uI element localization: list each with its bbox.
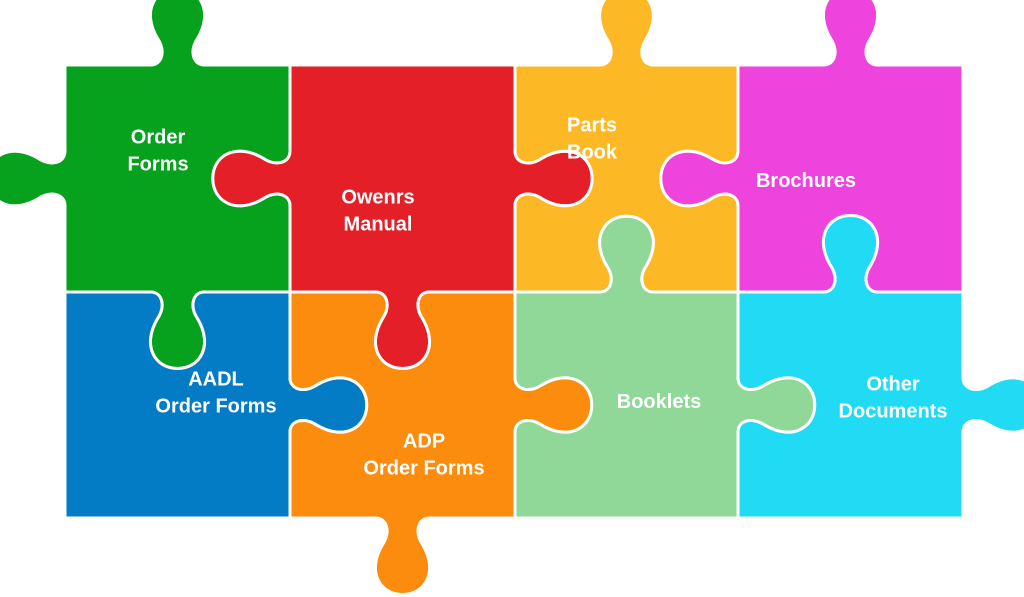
- puzzle-piece-other-documents[interactable]: [736, 214, 1024, 520]
